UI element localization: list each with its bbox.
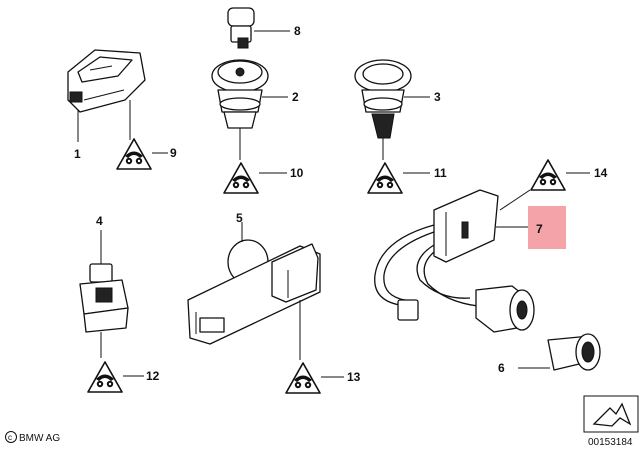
part-7-cable-harness[interactable] <box>374 189 535 333</box>
part-3-socket[interactable] <box>354 59 412 139</box>
part-1-switch[interactable] <box>67 49 146 142</box>
callout-6: 6 <box>498 361 505 375</box>
warning-triangle-icon <box>530 159 566 191</box>
part-4-switch[interactable] <box>79 263 129 333</box>
callout-13: 13 <box>347 370 361 384</box>
svg-text:c: c <box>8 433 12 442</box>
part-8-plug[interactable] <box>227 7 255 49</box>
callout-7: 7 <box>536 222 543 236</box>
warning-triangle-icon <box>87 361 123 393</box>
callout-11: 11 <box>434 166 447 180</box>
part-2-lighter[interactable] <box>211 59 269 129</box>
callout-5: 5 <box>236 211 243 225</box>
callout-2: 2 <box>292 90 299 104</box>
callout-4: 4 <box>96 214 103 228</box>
callout-14: 14 <box>594 166 608 180</box>
callout-8: 8 <box>294 24 301 38</box>
warning-triangle-icon <box>223 162 259 194</box>
callout-3: 3 <box>434 90 441 104</box>
brand-label: BMW AG <box>19 433 60 444</box>
callout-12: 12 <box>146 369 160 383</box>
next-page-arrow-icon[interactable] <box>583 395 639 433</box>
diagram-number: 00153184 <box>588 437 633 448</box>
part-6-socket-insert[interactable] <box>547 333 601 371</box>
copyright-icon: c <box>5 431 17 443</box>
callout-1: 1 <box>74 147 81 161</box>
warning-triangle-icon <box>116 138 152 170</box>
highlight-box <box>528 206 566 249</box>
callout-9: 9 <box>170 146 177 160</box>
part-5-module[interactable] <box>187 239 321 345</box>
warning-triangle-icon <box>285 362 321 394</box>
warning-triangle-icon <box>367 162 403 194</box>
callout-10: 10 <box>290 166 304 180</box>
